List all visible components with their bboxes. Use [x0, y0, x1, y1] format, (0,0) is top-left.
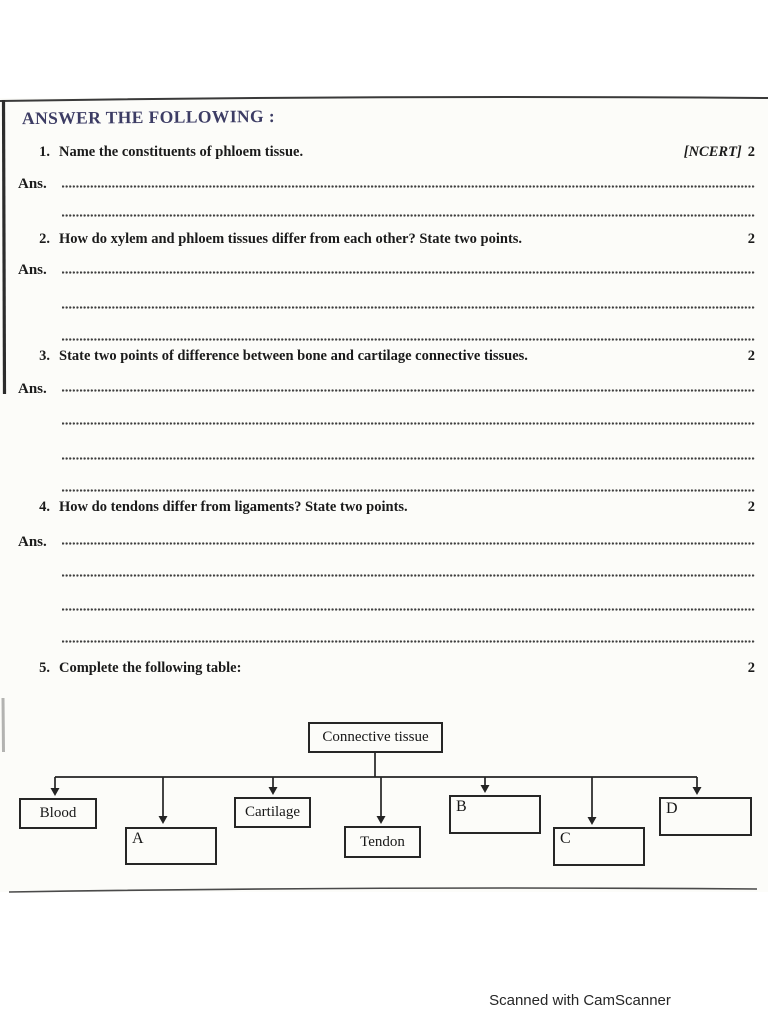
- arrowhead-icon: [692, 787, 702, 795]
- marks-value: 2: [747, 144, 755, 160]
- marks-value: 2: [747, 231, 755, 247]
- flowchart-root-box: Connective tissue: [308, 722, 443, 753]
- question-number: 2.: [39, 231, 50, 247]
- page-bottom-edge: [8, 887, 758, 893]
- ncert-ref: [NCERT]: [683, 144, 742, 160]
- arrowhead-icon: [268, 787, 278, 795]
- marks-value: 2: [747, 499, 755, 515]
- answer-line: [62, 640, 755, 643]
- answer-line: [62, 422, 755, 425]
- answer-line: [62, 338, 755, 341]
- answer-label: Ans.: [18, 534, 47, 550]
- section-title: ANSWER THE FOLLOWING :: [21, 105, 276, 129]
- question-text: Complete the following table:: [59, 660, 242, 676]
- answer-line: [62, 185, 755, 188]
- camscanner-watermark: Scanned with CamScanner: [489, 992, 671, 1009]
- answer-line: [62, 214, 755, 217]
- scanned-page: [0, 98, 768, 892]
- arrowhead-icon: [158, 816, 168, 824]
- flowchart-box-label: Blood: [39, 805, 77, 821]
- answer-label: Ans.: [18, 262, 47, 278]
- arrowhead-icon: [587, 817, 597, 825]
- question-row-1: 1. Name the constituents of phloem tissu…: [30, 144, 755, 161]
- flowchart-box-label: C: [560, 830, 571, 847]
- flowchart-box-label: Tendon: [360, 833, 405, 850]
- question-marks: [NCERT] 2: [684, 144, 755, 161]
- question-row-2: 2. How do xylem and phloem tissues diffe…: [30, 231, 755, 248]
- flowchart-box-b: B: [449, 795, 541, 834]
- page-top-edge: [0, 96, 768, 102]
- answer-line: [62, 574, 755, 577]
- answer-line: [62, 271, 755, 274]
- question-number: 1.: [39, 144, 50, 160]
- flowchart-box-c: C: [553, 827, 645, 866]
- marks-value: 2: [747, 660, 755, 676]
- question-row-5: 5. Complete the following table: 2: [30, 660, 755, 677]
- flowchart-connectors: [50, 753, 702, 825]
- answer-line: [62, 542, 755, 545]
- answer-label: Ans.: [18, 176, 47, 192]
- page-left-edge: [1, 99, 7, 395]
- answer-line: [62, 489, 755, 492]
- question-row-3: 3. State two points of difference betwee…: [30, 348, 755, 365]
- flowchart-root-label: Connective tissue: [322, 729, 429, 745]
- flowchart-box-cartilage: Cartilage: [234, 797, 311, 828]
- flowchart-box-tendon: Tendon: [344, 826, 421, 858]
- flowchart-box-label: D: [666, 800, 678, 817]
- question-number: 3.: [39, 348, 50, 364]
- answer-line: [62, 457, 755, 460]
- answer-label: Ans.: [18, 381, 47, 397]
- answer-line: [62, 389, 755, 392]
- question-number: 5.: [39, 660, 50, 676]
- question-text: How do tendons differ from ligaments? St…: [59, 499, 408, 515]
- flowchart-box-label: B: [456, 798, 467, 815]
- question-text: Name the constituents of phloem tissue.: [59, 144, 304, 160]
- marks-value: 2: [747, 348, 755, 364]
- flowchart-box-label: A: [132, 830, 144, 847]
- flowchart-box-d: D: [659, 797, 752, 836]
- flowchart-box-label: Cartilage: [245, 804, 300, 820]
- arrowhead-icon: [376, 816, 386, 824]
- question-number: 4.: [39, 499, 50, 515]
- answer-line: [62, 306, 755, 309]
- question-text: How do xylem and phloem tissues differ f…: [59, 231, 523, 247]
- answer-line: [62, 608, 755, 611]
- flowchart-box-a: A: [125, 827, 217, 865]
- arrowhead-icon: [480, 785, 490, 793]
- arrowhead-icon: [50, 788, 60, 796]
- page-left-edge-lower: [1, 697, 5, 753]
- question-text: State two points of difference between b…: [59, 348, 528, 364]
- question-row-4: 4. How do tendons differ from ligaments?…: [30, 499, 755, 516]
- flowchart-box-blood: Blood: [19, 798, 97, 829]
